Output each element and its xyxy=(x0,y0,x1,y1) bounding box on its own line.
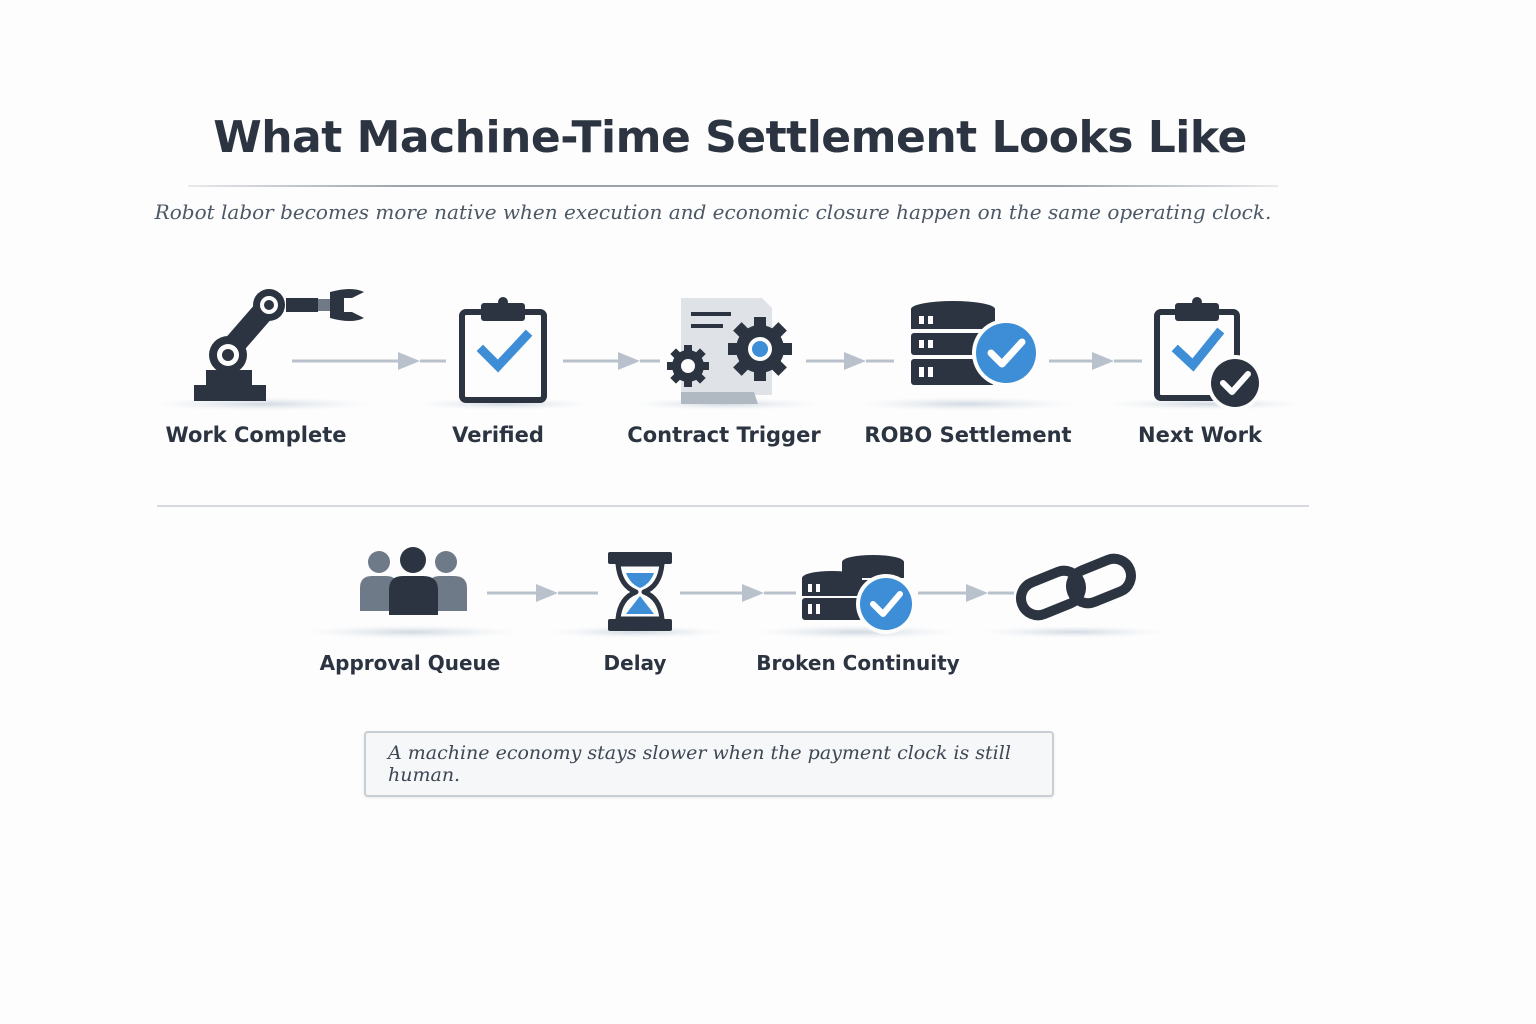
step-label-verified: Verified xyxy=(452,423,544,447)
contract-gears-icon xyxy=(667,298,792,404)
flow-arrow xyxy=(487,584,598,602)
step-label-next-work: Next Work xyxy=(1138,423,1262,447)
robot-arm-icon xyxy=(194,289,364,401)
chain-link-icon xyxy=(1016,553,1136,621)
flow-arrow xyxy=(563,352,660,370)
section-divider xyxy=(157,505,1309,507)
floor-shadow xyxy=(980,626,1168,638)
title-divider xyxy=(188,185,1278,187)
floor-shadow xyxy=(548,626,728,638)
step-label-delay: Delay xyxy=(603,651,667,675)
flow-arrow xyxy=(918,584,1014,602)
clipboard-done-icon xyxy=(1154,297,1263,411)
step-label-contract-trigger: Contract Trigger xyxy=(627,423,821,447)
floor-shadow xyxy=(416,398,592,410)
step-label-approval-queue: Approval Queue xyxy=(319,651,501,675)
callout-text: A machine economy stays slower when the … xyxy=(388,742,1011,786)
floor-shadow xyxy=(304,625,520,639)
step-label-broken-continuity: Broken Continuity xyxy=(756,651,960,675)
flow-arrow xyxy=(292,352,446,370)
coin-stack-check-icon xyxy=(802,555,916,634)
flow-arrow xyxy=(806,352,894,370)
page-subtitle: Robot labor becomes more native when exe… xyxy=(154,200,1272,224)
page-title: What Machine-Time Settlement Looks Like xyxy=(213,112,1247,163)
step-label-robo-settlement: ROBO Settlement xyxy=(864,423,1072,447)
database-check-icon xyxy=(911,301,1040,387)
floor-shadow xyxy=(754,625,958,639)
floor-shadow xyxy=(856,397,1076,411)
flow-arrow xyxy=(680,584,796,602)
flow-arrow xyxy=(1049,352,1142,370)
callout-box: A machine economy stays slower when the … xyxy=(364,731,1054,797)
people-group-icon xyxy=(360,547,467,615)
hourglass-icon xyxy=(608,552,672,631)
clipboard-check-icon xyxy=(459,297,547,403)
step-label-work-complete: Work Complete xyxy=(165,423,347,447)
